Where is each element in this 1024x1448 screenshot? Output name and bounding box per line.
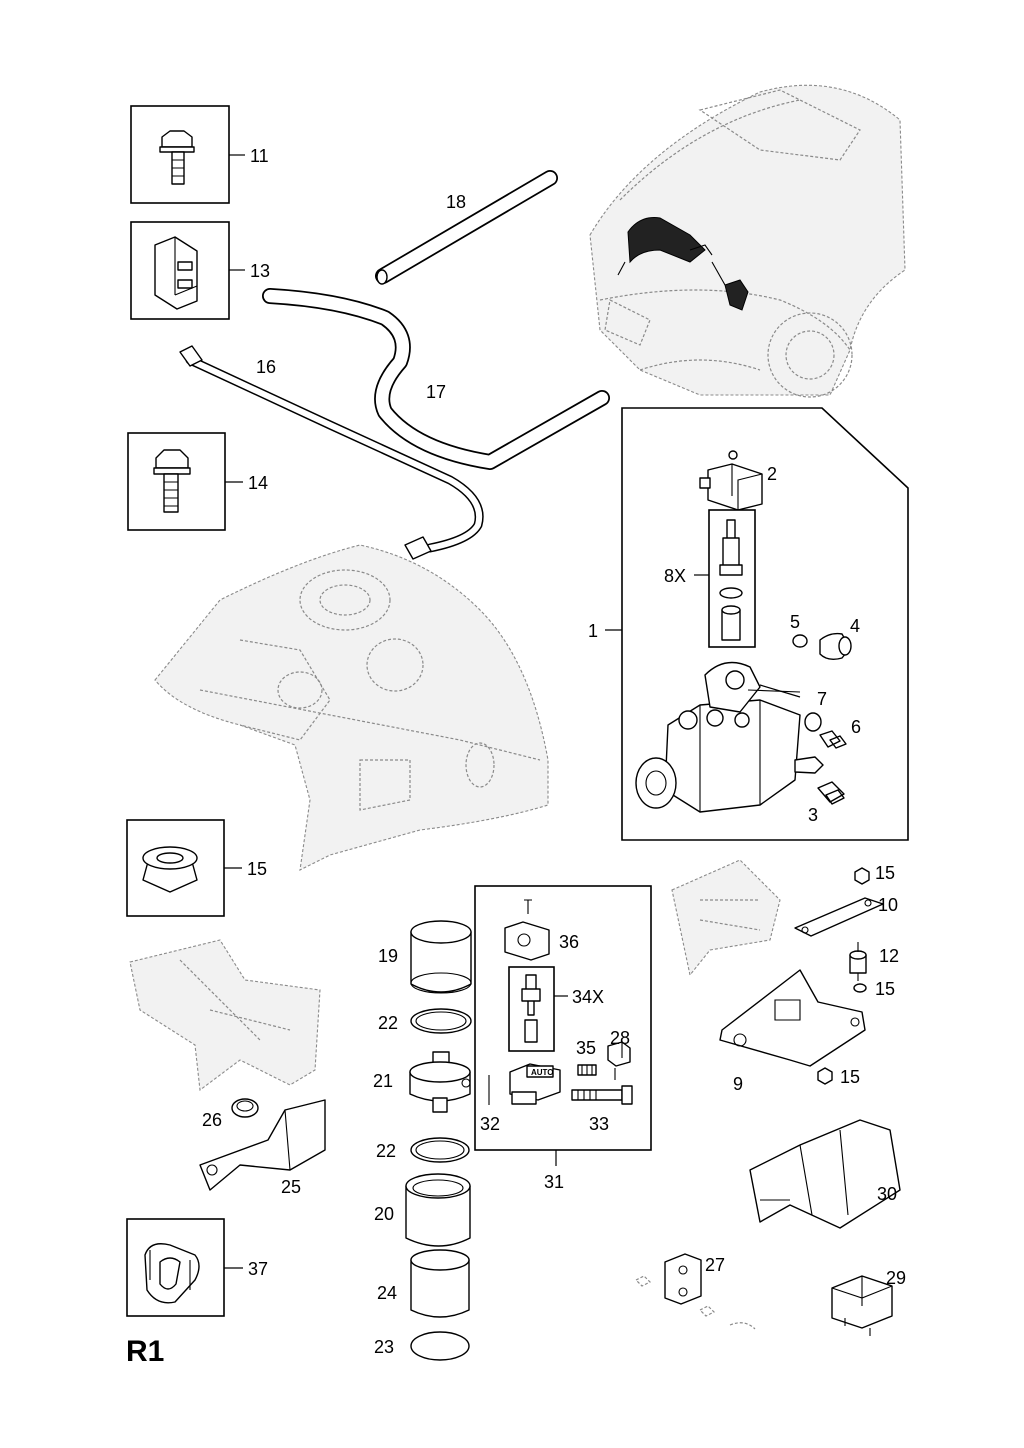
part-box-37 [126,1218,225,1317]
page-reference: R1 [126,1335,164,1368]
callout-24: 24 [377,1283,397,1303]
connector-27 [634,1253,756,1330]
callout-15-box: 15 [247,859,267,879]
filter-bowl-20 [405,1173,471,1247]
callout-26: 26 [202,1110,222,1130]
fitting-35 [577,1064,597,1076]
callout-18: 18 [446,192,466,212]
washer-15 [853,983,867,993]
fitting-group-34x [508,966,555,1052]
callout-15-top: 15 [875,863,895,883]
callout-31: 31 [544,1172,564,1192]
callout-27: 27 [705,1255,725,1275]
callout-37: 37 [248,1259,268,1279]
callout-15-washer: 15 [875,979,895,999]
callout-9: 9 [733,1074,743,1094]
seal-22-bottom [410,1137,470,1163]
callout-17: 17 [426,382,446,402]
coil-part-2 [699,450,763,511]
callout-2: 2 [767,464,777,484]
part-box-11 [130,105,230,204]
part-box-13 [130,221,230,320]
callout-5: 5 [790,612,800,632]
callout-11: 11 [250,146,269,166]
callout-29: 29 [886,1268,906,1288]
callout-12: 12 [879,946,899,966]
callout-4: 4 [850,616,860,636]
callout-19: 19 [378,946,398,966]
fitting-6 [804,712,847,749]
mount-12 [849,942,867,981]
bracket-9 [719,969,866,1067]
cap-23 [410,1331,470,1361]
callout-28: 28 [610,1028,630,1048]
filter-badge: AUTO [531,1068,554,1077]
sensor-36 [504,899,550,961]
filter-element-24 [410,1249,470,1318]
bracket-10 [794,897,884,937]
callout-10: 10 [878,895,898,915]
fitting-4 [819,632,852,661]
callout-6: 6 [851,717,861,737]
callout-13: 13 [250,261,270,281]
callout-20: 20 [374,1204,394,1224]
callout-32: 32 [480,1114,500,1134]
nut-15-bottom [817,1067,833,1085]
nut-15-top [854,867,870,885]
hose-17 [262,288,610,470]
relay-29 [831,1275,893,1336]
bracket-illustration-left [129,939,321,1092]
callout-8x: 8X [664,566,686,586]
callout-23: 23 [374,1337,394,1357]
filter-19 [410,920,472,994]
hose-18 [375,170,558,285]
callout-22-bottom: 22 [376,1141,396,1161]
body-panel-illustration [154,544,549,871]
sensor-kit-box [474,885,652,1166]
callout-25: 25 [281,1177,301,1197]
ring-26 [231,1098,259,1118]
callout-14: 14 [248,473,268,493]
part-box-14 [127,432,226,531]
seal-5 [792,634,808,648]
sensor-block-32: AUTO [488,1063,561,1105]
injector-group-8x [708,509,756,648]
callout-15-bottom: 15 [840,1067,860,1087]
callout-30: 30 [877,1184,897,1204]
callout-16: 16 [256,357,276,377]
callout-21: 21 [373,1071,393,1091]
seal-22-top [410,1008,472,1034]
callout-34x: 34X [572,987,604,1007]
regulator-body [635,661,824,813]
callout-36: 36 [559,932,579,952]
fitting-3 [817,781,845,805]
connector-28 [607,1041,631,1080]
callout-22-top: 22 [378,1013,398,1033]
bracket-30 [749,1119,901,1229]
callout-3: 3 [808,805,818,825]
adapter-33 [571,1085,633,1105]
filter-head-21 [409,1051,471,1113]
vehicle-illustration [589,84,906,398]
callout-33: 33 [589,1114,609,1134]
part-box-15 [126,819,225,917]
hose-16 [179,345,484,560]
bracket-25 [199,1099,326,1191]
bracket-illustration-right [671,859,781,977]
callout-7: 7 [817,689,827,709]
callout-1: 1 [588,621,598,641]
callout-35: 35 [576,1038,596,1058]
